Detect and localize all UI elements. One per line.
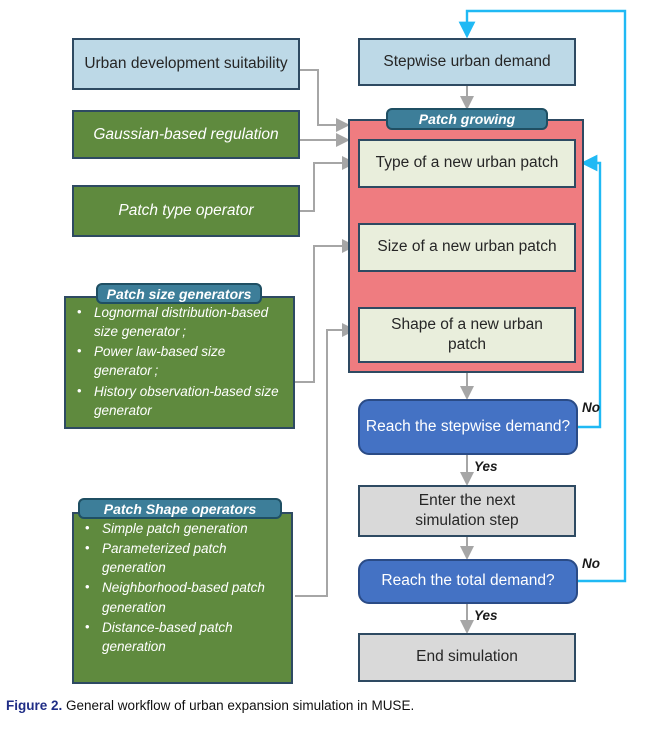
panel-title-label: Patch size generators [106,285,252,302]
input-box-urban-development-suitability[interactable]: Urban development suitability [72,38,300,90]
list-item: Parameterized patch generation [85,539,283,577]
input-box-patch-type-operator[interactable]: Patch type operator [72,185,300,237]
input-label: Patch type operator [118,202,254,220]
edge-label-yes-total: Yes [474,608,498,623]
flow-box-size-of-new-urban-patch[interactable]: Size of a new urban patch [358,223,576,272]
flow-label: Shape of a new urban patch [391,315,543,353]
panel-title-patch-shape-operators: Patch Shape operators [78,498,282,519]
wire-suitability-to-patchgrowing [300,69,350,132]
panel-list: Simple patch generation Parameterized pa… [78,519,283,656]
wire-shapeop-to-shape [295,323,356,597]
wire-patchtype-to-type [300,156,356,212]
figure-caption-text: General workflow of urban expansion simu… [66,698,415,713]
input-box-gaussian-based-regulation[interactable]: Gaussian-based regulation [72,110,300,159]
flow-box-stepwise-urban-demand[interactable]: Stepwise urban demand [358,38,576,86]
decision-label: Reach the total demand? [381,572,555,590]
panel-list: Lognormal distribution-based size genera… [70,303,285,420]
list-item: History observation-based size generator [77,382,285,420]
figure-caption: Figure 2. General workflow of urban expa… [6,698,646,713]
panel-title-label: Patch Shape operators [103,500,257,517]
edge-label-no-total: No [582,556,600,571]
decision-reach-stepwise-demand[interactable]: Reach the stepwise demand? [358,399,578,455]
list-item: Neighborhood-based patch generation [85,578,283,616]
flow-label: Size of a new urban patch [377,238,557,256]
list-item: Lognormal distribution-based size genera… [77,303,285,341]
edge-label-yes-stepwise: Yes [474,459,498,474]
list-item: Simple patch generation [85,519,283,538]
wire-sizegen-to-size [295,239,356,383]
panel-patch-size-generators[interactable]: Lognormal distribution-based size genera… [64,296,295,429]
flow-label: Type of a new urban patch [375,154,559,172]
flow-label: End simulation [416,648,518,666]
decision-reach-total-demand[interactable]: Reach the total demand? [358,559,578,604]
flow-box-type-of-new-urban-patch[interactable]: Type of a new urban patch [358,139,576,188]
figure-number: Figure 2. [6,698,63,713]
flow-box-end-simulation[interactable]: End simulation [358,633,576,682]
panel-title-patch-size-generators: Patch size generators [96,283,262,304]
list-item: Distance-based patch generation [85,618,283,656]
flow-box-enter-next-simulation-step[interactable]: Enter the next simulation step [358,485,576,537]
edge-label-no-stepwise: No [582,400,600,415]
decision-label: Reach the stepwise demand? [365,417,571,435]
flow-label: Stepwise urban demand [383,53,551,71]
flow-box-shape-of-new-urban-patch[interactable]: Shape of a new urban patch [358,307,576,363]
panel-patch-shape-operators[interactable]: Simple patch generation Parameterized pa… [72,512,293,684]
container-title-label: Patch growing [418,111,516,127]
container-title-patch-growing: Patch growing [386,108,548,130]
list-item: Power law-based size generator ; [77,342,285,380]
flow-label: Enter the next simulation step [415,491,519,529]
input-label: Urban development suitability [84,55,288,73]
input-label: Gaussian-based regulation [93,125,279,143]
